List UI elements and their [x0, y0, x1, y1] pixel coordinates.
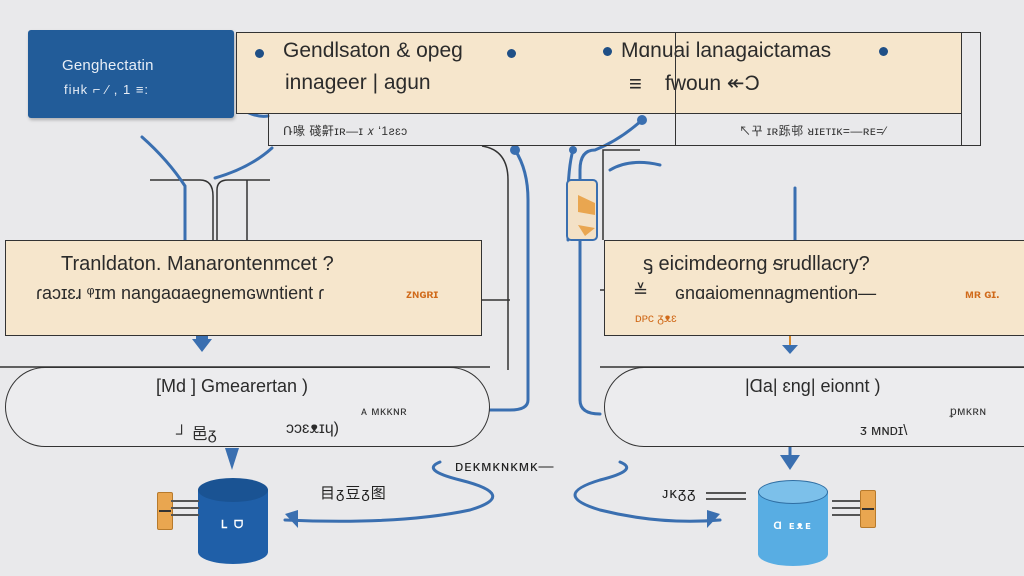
- right-database-icon: Ɑ ᴇᴥᴇ: [758, 480, 828, 570]
- wire-bottom-left: [283, 460, 494, 523]
- connector-center-left: [481, 145, 509, 370]
- left-pill-bottom-right: ɔɔɛᴥɪɥ): [286, 420, 339, 437]
- banner-left-heading: Gendlsaton & opeg: [283, 39, 463, 62]
- bullet-icon: [879, 47, 888, 56]
- left-pill-bottom-left: ┘ 邑ᵹ: [176, 426, 217, 443]
- orange-chevron-icon: [566, 179, 598, 241]
- left-module-tag: ᴢɴɢʀɪ: [406, 287, 439, 301]
- arrow-head-right-db: [707, 510, 720, 528]
- wire-right-curl: [608, 160, 662, 172]
- wire-center-left: [488, 148, 530, 412]
- right-pill-note: ᵱᴍᴋʀɴ: [950, 404, 987, 418]
- connector-left-1: [150, 179, 214, 240]
- wire-node: [569, 146, 577, 154]
- left-chip-icon: [157, 492, 173, 530]
- right-module-heading: ᶊ eicimdeorng ᵴrudllacry?: [643, 253, 870, 275]
- right-pill-heading: |Ɑa| ɛng| eionnt ): [745, 376, 881, 396]
- lead-line: [706, 498, 746, 500]
- left-pill: [Md ] Gmearertan ) ᴀ ᴍᴋᴋɴʀ ┘ 邑ᵹ ɔɔɛᴥɪɥ): [5, 367, 490, 447]
- left-db-label: ᒪ ᗜ: [220, 519, 246, 531]
- left-pill-heading: [Md ] Gmearertan ): [156, 376, 309, 396]
- right-pill-bottom: ᴣ ᴍɴᴅɪ\: [860, 422, 908, 439]
- bullet-icon: [507, 49, 516, 58]
- right-db-caption: ᴊᴋᵹᵹ: [662, 485, 697, 502]
- right-module: ᶊ eicimdeorng ᵴrudllacry? ≚ ɢnɑaiomennag…: [604, 240, 1024, 336]
- banner-right-subheading: fwoun ↞Ͻ: [665, 72, 760, 95]
- arrow-head-left-db: [285, 510, 298, 528]
- title-box: Genghectatin fiʜk ⌐ ⁄ , 1 ≡:: [28, 30, 234, 118]
- top-banner: Gendlsaton & opeg innageer | agun Mɑnuai…: [236, 32, 962, 114]
- title-line-1: Genghectatin: [62, 57, 154, 74]
- left-pill-note: ᴀ ᴍᴋᴋɴʀ: [361, 404, 408, 418]
- sub-row-left-caption: Ռ喙 碊鼾ɪʀ—ɪ 𝑥 ʻ1ƨɛɔ: [283, 124, 408, 138]
- right-pill: |Ɑa| ɛng| eionnt ) ᵱᴍᴋʀɴ ᴣ ᴍɴᴅɪ\: [604, 367, 1024, 447]
- left-database-icon: ᒪ ᗜ: [198, 478, 268, 568]
- menu-lines-icon: ≡: [629, 71, 642, 96]
- bullet-icon: [255, 49, 264, 58]
- left-module: Tranldaton. Manarontenmcet ? ɾaɔɪɛɹ ᵠɪm …: [5, 240, 482, 336]
- arrow-head-right: [782, 345, 798, 354]
- bullet-icon: [603, 47, 612, 56]
- sub-row: Ռ喙 碊鼾ɪʀ—ɪ 𝑥 ʻ1ƨɛɔ ↖꾸 ɪʀ跞邨 ᴚɪᴇᴛɪᴋ=—ʀᴇ=⁄: [268, 114, 962, 146]
- lead-line: [706, 492, 746, 494]
- right-chip-icon: [860, 490, 876, 528]
- wire-center-right: [578, 118, 644, 416]
- left-db-caption: 目ᵹ豆ᵹ图: [320, 485, 387, 502]
- left-module-heading: Tranldaton. Manarontenmcet ?: [61, 253, 334, 275]
- arrow-right-db: [780, 455, 800, 470]
- banner-left-subheading: innageer | agun: [285, 71, 431, 94]
- right-db-label: Ɑ ᴇᴥᴇ: [773, 520, 813, 532]
- arrow-left-db: [225, 448, 239, 470]
- wire-left-curl: [213, 146, 274, 180]
- arrow-head-left: [192, 339, 212, 352]
- middle-caption: ᴅᴇᴋᴍᴋɴᴋᴍᴋ—: [455, 458, 555, 475]
- wire-node: [637, 115, 647, 125]
- connector-center-right: [602, 149, 640, 240]
- stack-icon: ≚: [633, 281, 649, 301]
- right-module-tag: ᴍʀ ɢɪ.: [965, 287, 1000, 301]
- wire-bottom-right: [573, 460, 722, 523]
- wire-title-down: [140, 135, 187, 242]
- wire-node: [510, 145, 520, 155]
- right-module-footnote: ᴅᴘᴄ ᵹᴥɛ: [635, 311, 677, 325]
- connector-left-2: [216, 179, 270, 240]
- left-module-subheading: ɾaɔɪɛɹ ᵠɪm nangaɑaegnemɢwntient ɾ: [36, 283, 325, 303]
- banner-right-heading: Mɑnuai lanagaictamas: [621, 39, 832, 62]
- right-module-subheading: ɢnɑaiomennagmention—: [675, 283, 877, 303]
- sub-row-right-caption: ↖꾸 ɪʀ跞邨 ᴚɪᴇᴛɪᴋ=—ʀᴇ=⁄: [739, 124, 887, 138]
- title-line-2: fiʜk ⌐ ⁄ , 1 ≡:: [64, 82, 150, 97]
